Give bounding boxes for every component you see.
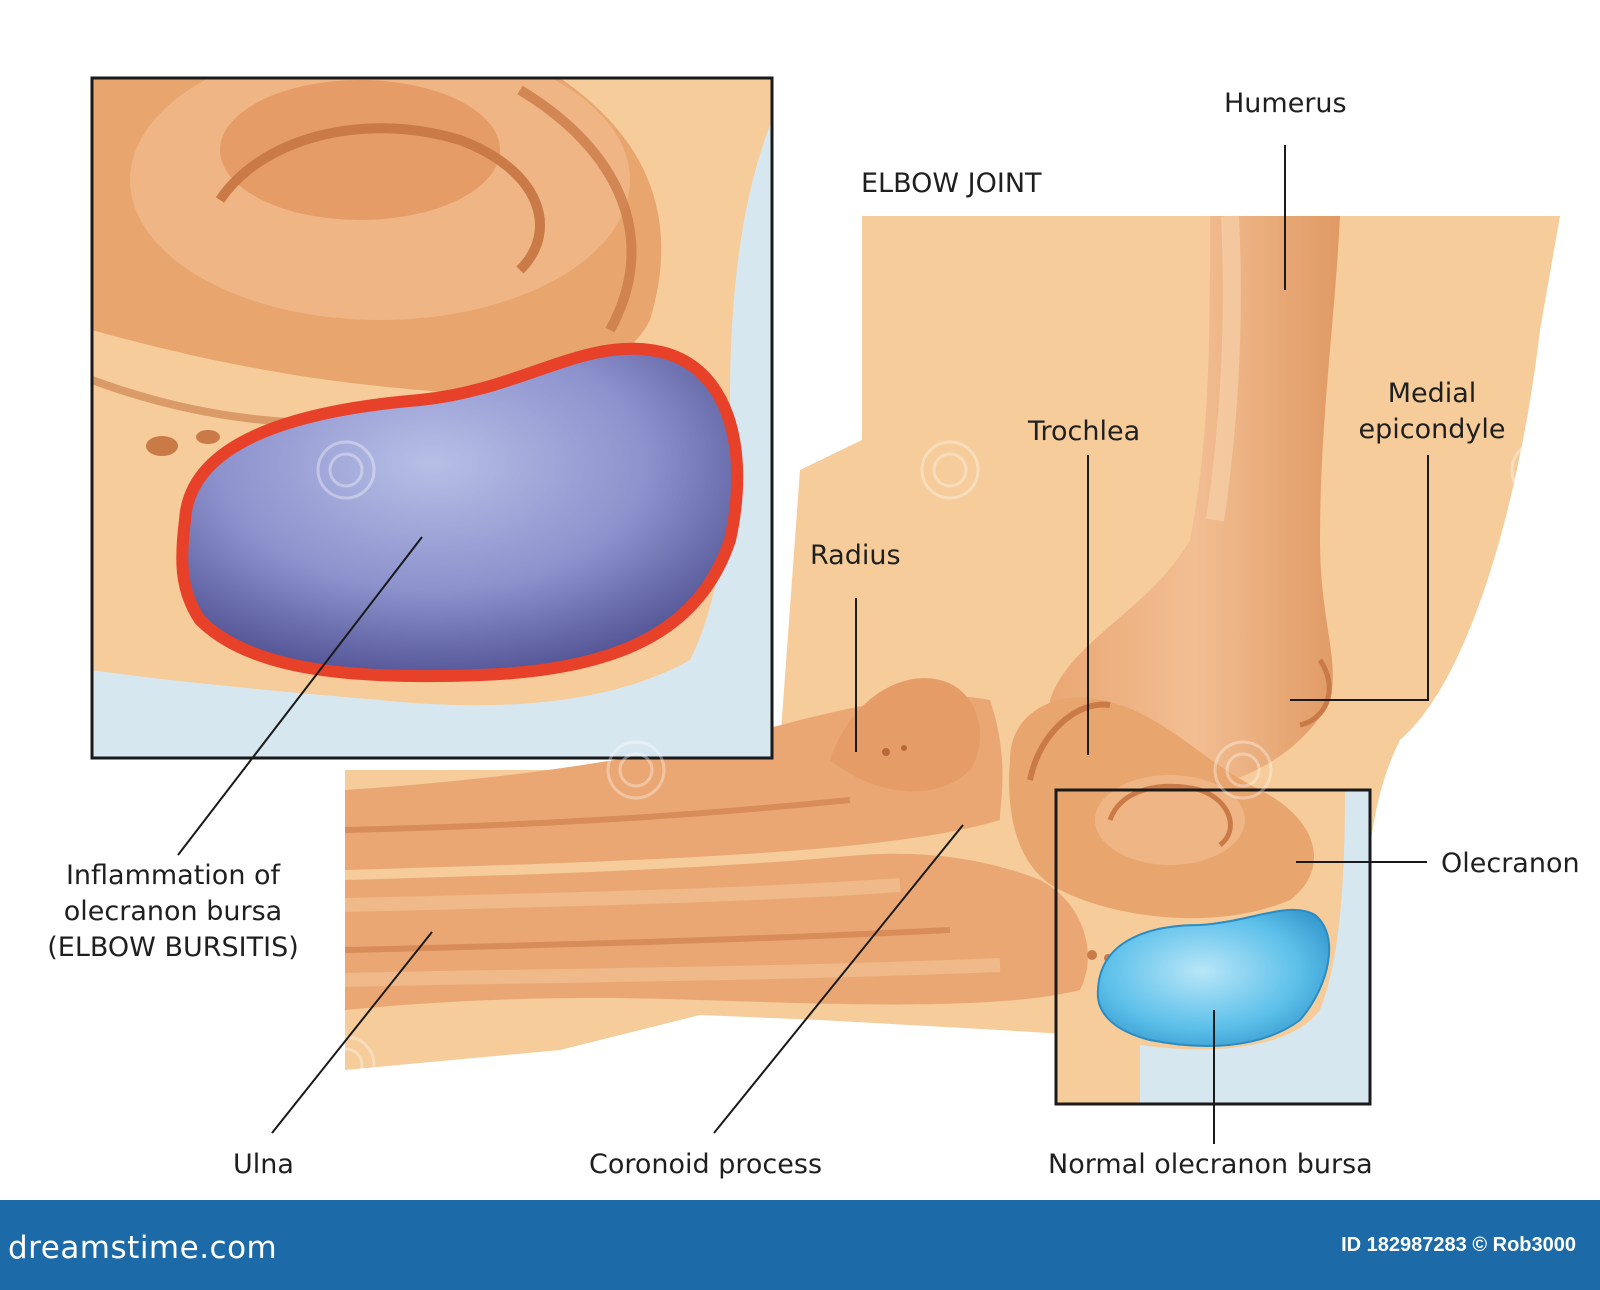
label-olecranon: Olecranon xyxy=(1441,848,1580,879)
label-humerus: Humerus xyxy=(1224,88,1347,119)
watermark xyxy=(316,440,1570,1095)
olecranon-bone xyxy=(1009,697,1314,962)
label-inflammation-text: Inflammation of olecranon bursa (ELBOW B… xyxy=(47,860,299,963)
label-medial-epicondyle: Medial epicondyle xyxy=(1352,376,1512,448)
normal-bursa-shape xyxy=(1096,908,1331,1047)
label-elbow-joint: ELBOW JOINT xyxy=(861,168,1042,199)
label-trochlea: Trochlea xyxy=(1028,416,1141,447)
inflamed-bursa-shape xyxy=(176,342,744,683)
label-coronoid-process: Coronoid process xyxy=(589,1149,823,1180)
elbow-diagram xyxy=(90,76,1570,1144)
inset-frame xyxy=(90,76,774,760)
footer-bar: dreamstime.com ID 182987283 © Rob3000 xyxy=(0,1200,1600,1290)
label-radius: Radius xyxy=(810,540,901,571)
label-normal-bursa: Normal olecranon bursa xyxy=(1048,1149,1373,1180)
label-inflammation: Inflammation of olecranon bursa (ELBOW B… xyxy=(28,858,318,966)
label-medial-epicondyle-text: Medial epicondyle xyxy=(1358,378,1506,445)
label-ulna: Ulna xyxy=(233,1149,294,1180)
leader-lines xyxy=(177,145,1429,1144)
forearm-bones xyxy=(344,678,1088,1010)
footer-brand[interactable]: dreamstime.com xyxy=(8,1230,278,1266)
footer-credit: ID 182987283 © Rob3000 xyxy=(1341,1234,1576,1256)
humerus-bone xyxy=(1048,215,1340,792)
